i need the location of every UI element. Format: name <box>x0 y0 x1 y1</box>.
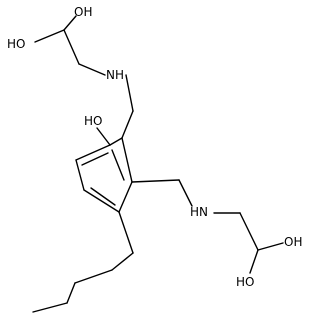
bond-c-oh-right <box>257 242 284 251</box>
atom-label-oh-bottom-1: OH <box>284 235 302 249</box>
atom-label-phenol-oh: HO <box>84 114 102 128</box>
ring-double-bond-2 <box>90 187 116 206</box>
phenol-substituents <box>96 110 134 146</box>
pentyl-chain <box>32 211 134 313</box>
ring-bond-5 <box>75 159 85 191</box>
atom-label-ho-bottom-2: HO <box>236 275 254 289</box>
ring-bond-3 <box>118 181 133 213</box>
ring-double-bond-1 <box>111 149 125 181</box>
ring-bond-6 <box>75 144 111 161</box>
ring-bond-4 <box>83 189 120 213</box>
pentyl-bond-1 <box>118 211 134 254</box>
bond-ch2-nh <box>178 179 193 207</box>
atom-label-ho-top-2: HO <box>7 37 25 51</box>
bond-ring-oh <box>96 127 111 146</box>
top-diol-arm <box>34 15 134 112</box>
atom-label-nh-bottom: HN <box>190 205 208 219</box>
bond-c1-oh-top <box>63 15 77 31</box>
bond-c1-c2 <box>63 29 80 65</box>
pentyl-bond-4 <box>66 282 76 304</box>
atom-label-nh-top: NH <box>106 68 124 82</box>
bond-c1-oh-left <box>34 29 65 43</box>
bond-ring-ch2-top <box>121 110 134 139</box>
pentyl-bond-2 <box>111 252 134 271</box>
bottom-diol-arm <box>131 179 284 274</box>
bond-c-c <box>239 212 259 251</box>
ring-double-bond-3 <box>81 152 109 166</box>
benzene-ring <box>75 137 133 213</box>
pentyl-bond-3 <box>74 269 113 284</box>
atom-label-oh-top-1: OH <box>74 5 92 19</box>
bond-n-ch2 <box>125 74 134 112</box>
ring-bond-2 <box>121 137 133 183</box>
pentyl-bond-5 <box>32 302 68 313</box>
ring-bond-1 <box>109 137 123 146</box>
bond-c2-n <box>78 63 106 76</box>
bond-c-oh-down <box>249 249 259 274</box>
bond-ring-ch2-bottom <box>131 179 180 183</box>
